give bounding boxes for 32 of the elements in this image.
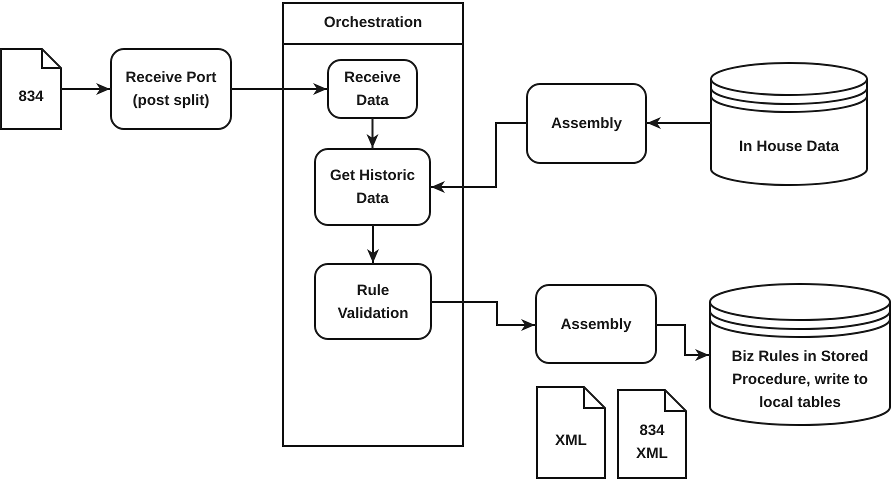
process-box: [535, 284, 657, 364]
arrow: [62, 83, 110, 95]
process-box: [314, 263, 432, 340]
arrow: [366, 119, 378, 148]
database-cylinder: [710, 62, 868, 186]
arrow: [647, 117, 710, 129]
box-label: In House Data: [738, 136, 840, 156]
container-title: Orchestration: [284, 4, 462, 45]
database-cylinder: [709, 283, 891, 426]
container-frame: [282, 2, 464, 447]
process-box: [526, 83, 647, 164]
box-label: Get Historic Data: [328, 166, 416, 209]
box-label: Assembly: [560, 314, 632, 334]
document-shape: [0, 48, 62, 130]
box-label: Receive Data: [343, 68, 402, 111]
arrow: [432, 301, 535, 331]
document-shape: [536, 386, 606, 479]
process-box: [110, 48, 232, 130]
box-label: XML: [555, 431, 587, 451]
box-label: Biz Rules in Stored Procedure, write to local tables: [730, 347, 870, 413]
arrow: [232, 83, 327, 95]
document-shape: [617, 389, 687, 479]
box-label: Receive Port (post split): [124, 68, 218, 111]
arrow: [367, 226, 379, 263]
arrow: [657, 324, 709, 361]
box-label: Assembly: [551, 114, 622, 134]
process-box: [327, 59, 418, 119]
box-label: 834: [18, 86, 44, 106]
box-label: Rule Validation: [336, 280, 410, 324]
process-box: [314, 148, 431, 226]
arrow: [431, 122, 526, 193]
box-label: 834 XML: [635, 421, 669, 464]
